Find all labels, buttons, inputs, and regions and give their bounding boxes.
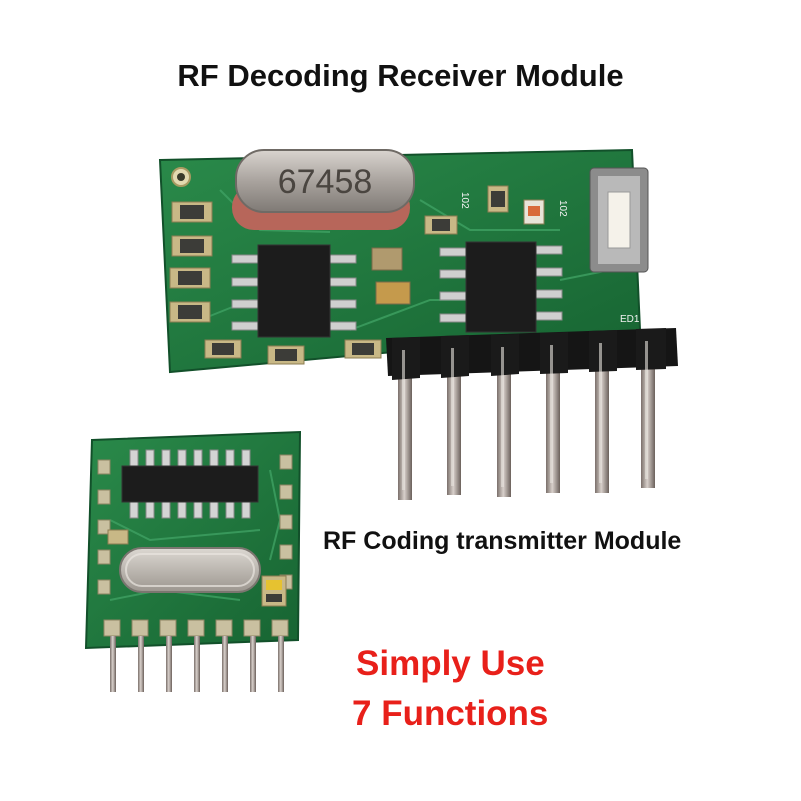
crystal-marking: 67458: [278, 163, 373, 201]
transmitter-ic: [121, 449, 259, 519]
slogan-line-2: 7 Functions: [352, 694, 549, 733]
silkscreen-led: ED1: [620, 314, 640, 325]
transmitter-crystal: [119, 547, 261, 593]
transmitter-pins: [110, 636, 284, 692]
transmitter-module: [84, 430, 302, 692]
slogan-line-1: Simply Use: [356, 644, 545, 683]
receiver-module-title: RF Decoding Receiver Module: [177, 58, 624, 93]
smd-components-left: [169, 201, 382, 365]
silkscreen-r102: 102: [459, 192, 470, 209]
receiver-header-pins: [386, 328, 678, 500]
learn-button: [589, 167, 649, 273]
receiver-crystal: 67458: [232, 149, 415, 230]
transmitter-module-label: RF Coding transmitter Module: [323, 527, 682, 555]
receiver-ic-1: [231, 244, 357, 338]
silkscreen-r101: 102: [557, 200, 568, 217]
receiver-module: 67458: [158, 148, 678, 500]
receiver-ic-2: [439, 241, 563, 333]
